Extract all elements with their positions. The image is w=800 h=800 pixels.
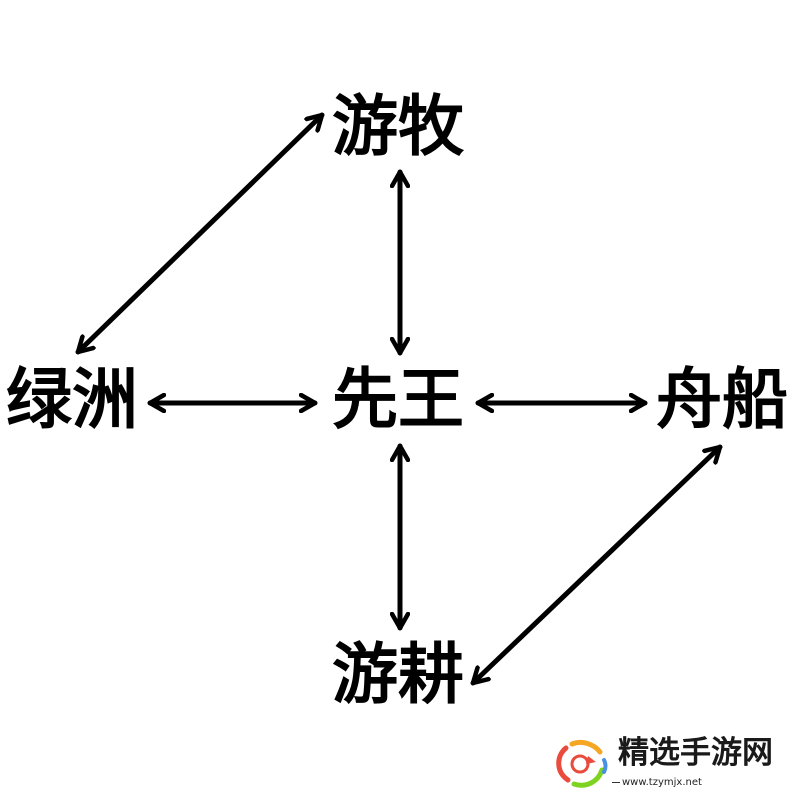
arrow-bottom-right	[470, 444, 723, 686]
node-top: 游牧	[332, 88, 464, 165]
watermark-divider-left	[612, 782, 620, 783]
node-bottom: 游耕	[332, 636, 464, 713]
watermark-url: www.tzymjx.net	[622, 777, 702, 788]
watermark: 精选手游网 www.tzymjx.net	[552, 736, 788, 794]
node-right: 舟船	[656, 361, 788, 438]
node-left: 绿洲	[6, 361, 138, 438]
watermark-name: 精选手游网	[618, 735, 773, 771]
arrow-left-top	[75, 112, 325, 355]
node-center: 先王	[332, 361, 464, 438]
watermark-logo-icon	[556, 739, 608, 788]
